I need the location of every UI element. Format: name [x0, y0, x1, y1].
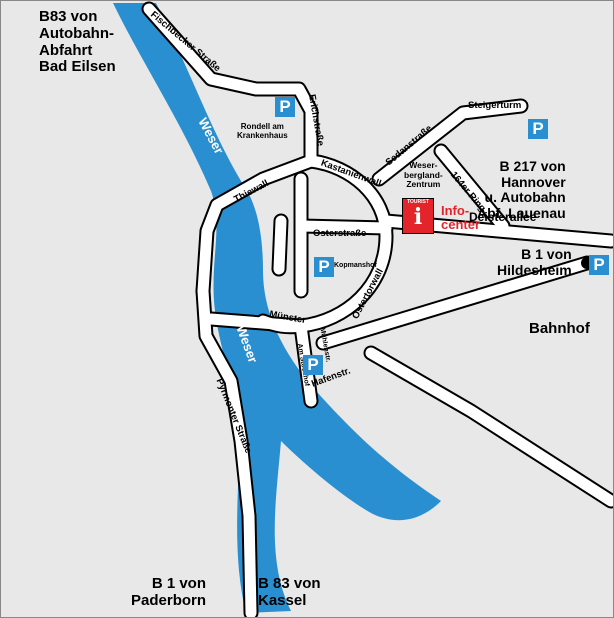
dest-b83-kassel: B 83 von Kassel — [258, 575, 321, 609]
tourist-text: TOURIST — [407, 199, 429, 205]
tourist-info-icon: TOURIST i — [402, 198, 434, 234]
dest-b217-hannover: B 217 von Hannover u. Autobahn Abf. Laue… — [477, 158, 566, 222]
parking-icon: P — [275, 97, 295, 117]
parking-icon: P — [303, 355, 323, 375]
dest-b83-bad-eilsen: B83 von Autobahn- Abfahrt Bad Eilsen — [39, 8, 116, 76]
street-kopmanshof: Kopmanshof — [334, 262, 377, 269]
info-i-glyph: i — [413, 204, 423, 230]
weser-river — [113, 3, 441, 613]
parking-icon: P — [589, 255, 609, 275]
infocenter-label: Info- center — [441, 203, 481, 232]
dest-b1-paderborn: B 1 von Paderborn — [131, 575, 207, 609]
station-bahnhof: Bahnhof — [529, 320, 590, 337]
street-deisterallee: Deisterallee — [469, 210, 537, 224]
landmark-rondell: Rondell am Krankenhaus — [237, 122, 288, 140]
parking-icon: P — [314, 257, 334, 277]
street-osterstrasse: Osterstraße — [313, 228, 367, 239]
dest-b1-hildesheim: B 1 von Hildesheim — [497, 246, 572, 278]
road-fills — [143, 3, 613, 617]
landmark-weserbergland-zentrum: Weser- bergland- Zentrum — [404, 160, 443, 190]
street-steigerturm: Steigerturm — [468, 100, 522, 111]
parking-icon: P — [528, 119, 548, 139]
